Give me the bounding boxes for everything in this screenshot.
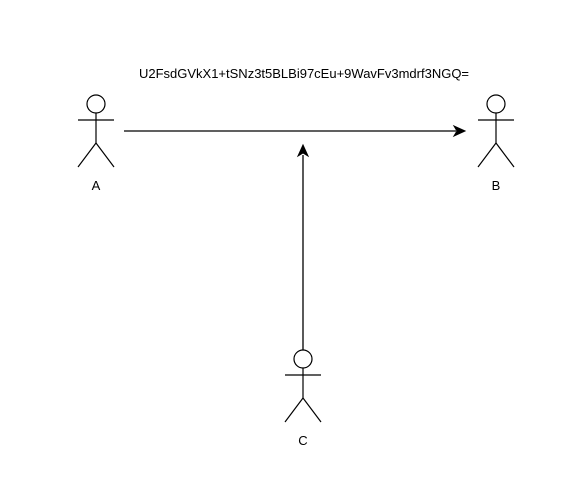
actor-b[interactable]: B	[477, 94, 515, 193]
stick-figure-icon	[284, 349, 322, 423]
arrowhead-up-icon	[296, 143, 310, 158]
edge-a-to-b[interactable]	[124, 124, 467, 138]
arrowhead-right-icon	[452, 124, 467, 138]
actor-c-label: C	[298, 433, 307, 448]
actor-a[interactable]: A	[77, 94, 115, 193]
actor-a-label: A	[92, 178, 101, 193]
actor-b-label: B	[492, 178, 501, 193]
actor-c[interactable]: C	[284, 349, 322, 448]
edge-c-to-ab[interactable]	[296, 143, 310, 350]
message-label: U2FsdGVkX1+tSNz3t5BLBi97cEu+9WavFv3mdrf3…	[139, 66, 469, 81]
stick-figure-icon	[77, 94, 115, 168]
stick-figure-icon	[477, 94, 515, 168]
